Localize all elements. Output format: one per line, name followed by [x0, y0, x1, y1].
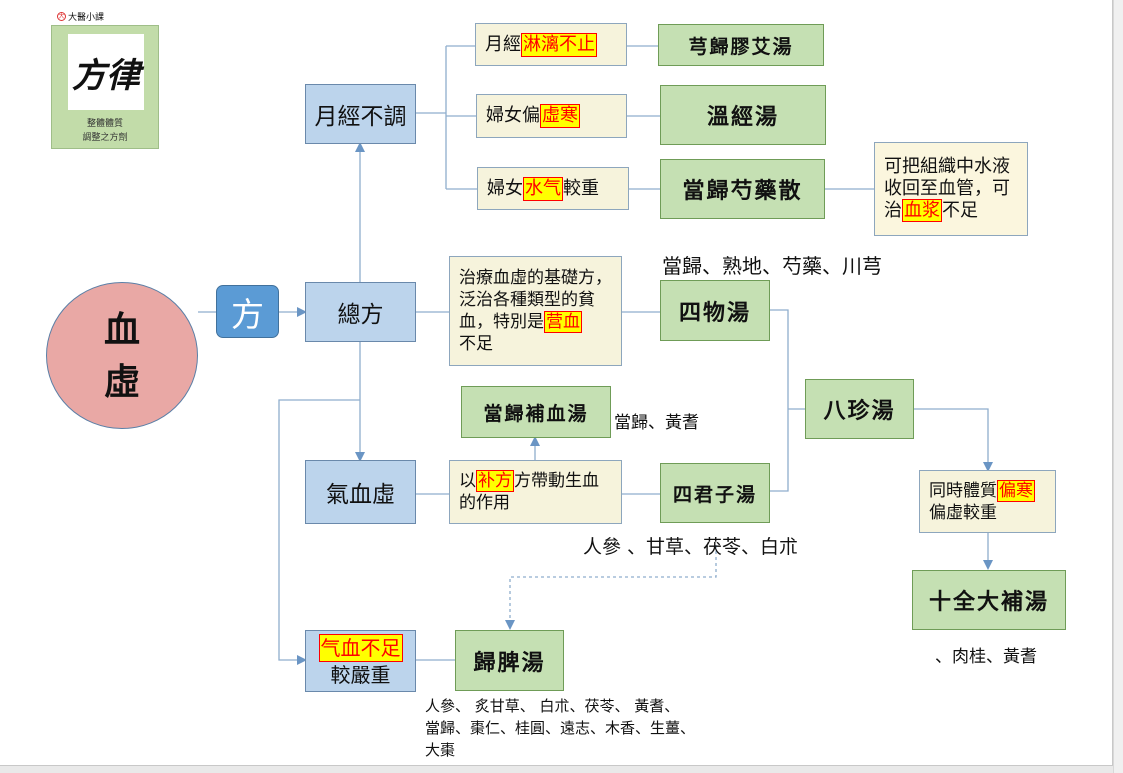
highlight-tonify: 补方: [476, 470, 514, 492]
side-note-suffix: 不足: [942, 200, 978, 221]
formula-si-jun-zi: 四君子湯: [660, 463, 770, 523]
formula-shi-quan-da-bu: 十全大補湯: [912, 570, 1066, 630]
condition-row-2: 婦女偏虛寒: [476, 94, 627, 138]
highlight-water-qi: 水气: [523, 176, 563, 201]
condition-row-1: 月經淋漓不止: [475, 23, 627, 66]
condition-3-text: 婦女: [487, 177, 523, 199]
highlight-plasma: 血浆: [902, 199, 942, 222]
formula-dang-gui-bu-xue: 當歸補血湯: [461, 386, 611, 438]
vertical-scrollbar[interactable]: [1113, 0, 1123, 773]
highlight-deficient-cold: 虛寒: [540, 104, 580, 128]
cold-condition: 同時體質偏寒 偏虛較重: [919, 470, 1056, 533]
side-note-prefix: 治: [884, 200, 902, 221]
formula-dang-gui-shao-yao: 當歸芍藥散: [660, 159, 825, 219]
sijunzi-desc-line-1: 以补方方帶動生血: [459, 470, 599, 492]
formula-label-node: 方: [216, 285, 279, 338]
logo: 方律 整體體質 調整之方劑: [51, 25, 159, 149]
logo-line-1: 整體體質: [86, 119, 123, 129]
sijunzi-desc-prefix: 以: [459, 471, 476, 491]
condition-3-suffix: 較重: [563, 177, 599, 199]
guipi-herbs-line-3: 大棗: [425, 741, 456, 759]
cold-line-1: 同時體質偏寒: [929, 479, 1035, 502]
highlight-persistent-bleeding: 淋漓不止: [521, 32, 597, 57]
category-menstrual: 月經不調: [305, 84, 416, 144]
siwu-desc-line-2: 泛治各種類型的貧: [459, 290, 595, 310]
siwu-desc-prefix: 血，特別是: [459, 312, 544, 332]
danggui-herbs: 當歸、黃耆: [614, 413, 699, 433]
side-note-line-2: 收回至血管，可: [884, 178, 1010, 199]
guipi-herbs-line-1: 人參、 炙甘草、 白朮、茯苓、 黃耆、: [425, 697, 680, 715]
logo-line-2: 調整之方劑: [82, 133, 128, 143]
guipi-herbs: 人參、 炙甘草、 白朮、茯苓、 黃耆、 當歸、棗仁、桂圓、遠志、木香、生薑、 大…: [425, 695, 695, 761]
shiquan-herbs: 、肉桂、黃耆: [935, 647, 1037, 667]
root-char-1: 血: [103, 308, 140, 351]
condition-row-3: 婦女水气較重: [477, 167, 629, 210]
formula-gui-pi: 歸脾湯: [455, 630, 564, 691]
calligraphy-logo: 方律: [68, 34, 144, 110]
condition-1-text: 月經: [485, 33, 521, 55]
highlight-cold: 偏寒: [997, 479, 1035, 502]
category-qi-blood: 氣血虛: [305, 460, 416, 524]
formula-wen-jing: 溫經湯: [660, 85, 826, 145]
formula-si-wu: 四物湯: [660, 280, 770, 341]
siwu-desc-line-4: 不足: [459, 334, 493, 354]
category-severe: 气血不足 較嚴重: [305, 630, 416, 692]
guipi-herbs-line-2: 當歸、棗仁、桂圓、遠志、木香、生薑、: [425, 719, 696, 737]
logo-top-label: 大醫小課: [68, 13, 105, 23]
side-note-line-3: 治血浆不足: [884, 199, 978, 222]
root-node-blood-deficiency: 血 虛: [46, 282, 198, 429]
sijunzi-herbs: 人參 、甘草、茯苓、白朮: [583, 536, 799, 558]
side-note: 可把組織中水液 收回至血管，可 治血浆不足: [874, 142, 1028, 236]
logo-caption: 大 大醫小課: [57, 10, 104, 23]
siwu-description: 治療血虛的基礎方， 泛治各種類型的貧 血，特別是营血 不足: [449, 256, 622, 366]
formula-ba-zhen: 八珍湯: [805, 379, 914, 439]
siwu-desc-line-1: 治療血虛的基礎方，: [459, 268, 612, 288]
cold-line-2: 偏虛較重: [929, 502, 997, 523]
category-general: 總方: [305, 282, 416, 342]
side-note-line-1: 可把組織中水液: [884, 156, 1010, 177]
root-char-2: 虛: [103, 360, 140, 403]
cold-prefix: 同時體質: [929, 480, 997, 501]
formula-xiong-gui-jiao-ai: 芎歸膠艾湯: [658, 24, 824, 66]
sijunzi-description: 以补方方帶動生血 的作用: [449, 460, 622, 524]
severe-line-2: 較嚴重: [330, 663, 391, 687]
sijunzi-desc-line-2: 的作用: [459, 493, 510, 513]
highlight-nutrient-blood: 营血: [544, 311, 582, 333]
condition-2-text: 婦女偏: [486, 105, 540, 126]
siwu-herbs: 當歸、熟地、芍藥、川芎: [662, 254, 882, 278]
highlight-qi-blood-insufficient: 气血不足: [318, 634, 403, 662]
sijunzi-desc-suffix: 方帶動生血: [514, 471, 599, 491]
siwu-desc-line-3: 血，特別是营血: [459, 311, 582, 333]
brand-badge-icon: 大: [57, 12, 66, 21]
connector-lines: [198, 45, 993, 665]
